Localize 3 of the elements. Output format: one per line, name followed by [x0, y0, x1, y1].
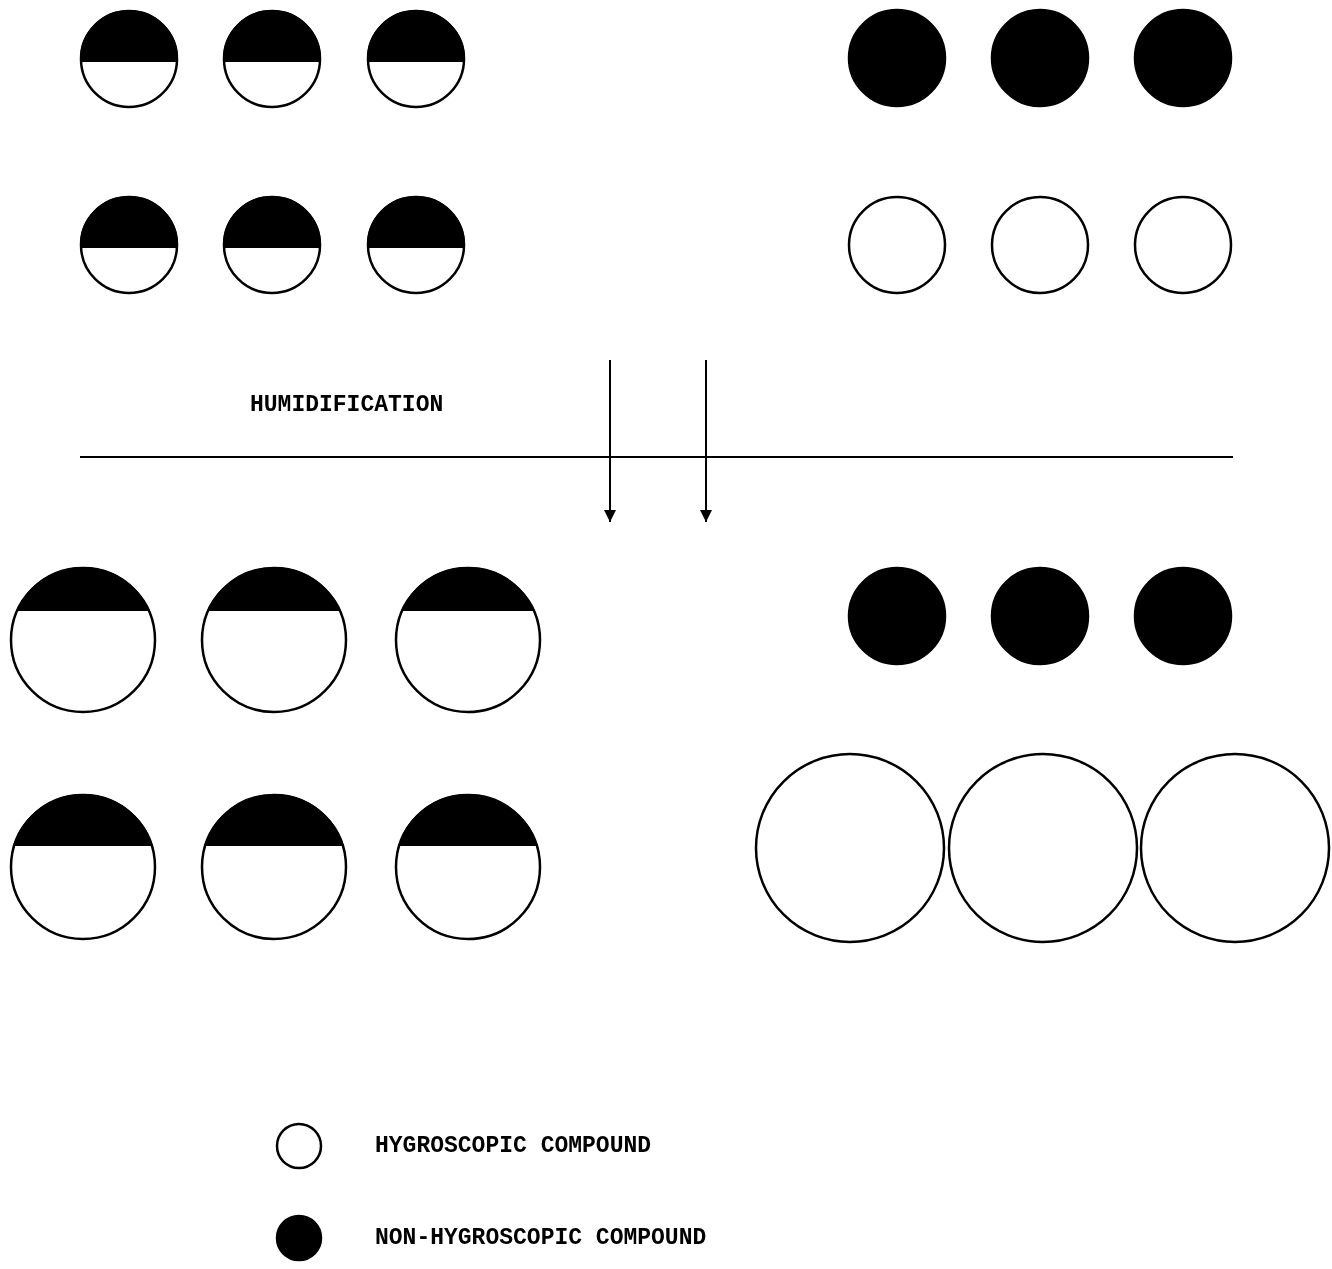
legend-label: NON-HYGROSCOPIC COMPOUND [375, 1227, 707, 1250]
legend-label: HYGROSCOPIC COMPOUND [375, 1135, 652, 1158]
process-label: HUMIDIFICATION [250, 394, 444, 417]
